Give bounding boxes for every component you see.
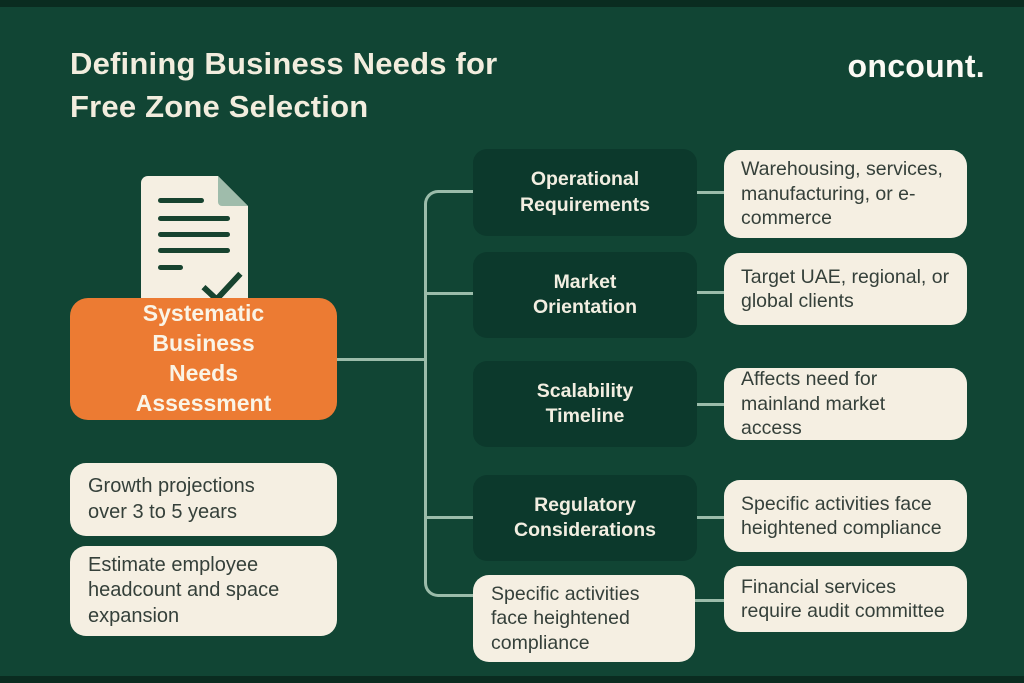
branch-specific-activities: Specific activities face heightened comp… xyxy=(473,575,695,662)
branch-label: Regulatory Considerations xyxy=(514,493,656,541)
note-headcount-expansion: Estimate employee headcount and space ex… xyxy=(70,546,337,636)
branch-label: Scalability Timeline xyxy=(536,379,634,427)
detail-text: Specific activities face heightened comp… xyxy=(741,492,942,539)
top-border xyxy=(0,0,1024,7)
branch-regulatory-considerations: Regulatory Considerations xyxy=(473,475,697,561)
detail-mainland-access: Affects need for mainland market access xyxy=(724,368,967,440)
document-text-line xyxy=(158,248,230,253)
document-text-line xyxy=(158,232,230,237)
detail-heightened-compliance: Specific activities face heightened comp… xyxy=(724,480,967,552)
connector-row3 xyxy=(695,403,725,406)
detail-text: Financial services require audit committ… xyxy=(741,575,945,622)
page-title: Defining Business Needs for Free Zone Se… xyxy=(70,46,498,125)
branch-scalability-timeline: Scalability Timeline xyxy=(473,361,697,447)
root-node-label: Systematic Business Needs Assessment xyxy=(135,300,272,416)
note-growth-projections: Growth projections over 3 to 5 years xyxy=(70,463,337,536)
detail-text: Warehousing, services, manufacturing, or… xyxy=(741,158,943,230)
detail-target-clients: Target UAE, regional, or global clients xyxy=(724,253,967,325)
connector-row1 xyxy=(695,191,725,194)
root-node-systematic-assessment: Systematic Business Needs Assessment xyxy=(70,298,337,420)
detail-audit-committee: Financial services require audit committ… xyxy=(724,566,967,632)
document-text-line xyxy=(158,216,230,221)
connector-root-to-spine xyxy=(337,358,427,361)
document-text-line xyxy=(158,198,204,203)
note-text: Estimate employee headcount and space ex… xyxy=(88,553,280,627)
connector-row2 xyxy=(695,291,725,294)
tree-spine-connector xyxy=(424,190,473,597)
detail-warehousing: Warehousing, services, manufacturing, or… xyxy=(724,150,967,238)
connector-spine-to-market xyxy=(424,292,473,295)
document-text-line xyxy=(158,265,183,270)
connector-row5 xyxy=(693,599,725,602)
detail-text: Target UAE, regional, or global clients xyxy=(741,265,950,312)
branch-label: Operational Requirements xyxy=(519,168,651,216)
connector-spine-to-regulatory xyxy=(424,516,473,519)
branch-label: Specific activities face heightened comp… xyxy=(491,582,640,654)
bottom-border xyxy=(0,676,1024,683)
connector-row4 xyxy=(695,516,725,519)
document-checklist-icon xyxy=(141,176,248,310)
branch-operational-requirements: Operational Requirements xyxy=(473,149,697,236)
detail-text: Affects need for mainland market access xyxy=(741,368,886,440)
note-text: Growth projections over 3 to 5 years xyxy=(88,474,255,523)
branch-label: Market Orientation xyxy=(532,270,637,318)
page-fold-corner xyxy=(218,176,248,206)
branch-market-orientation: Market Orientation xyxy=(473,252,697,338)
brand-logo: oncount. xyxy=(847,48,985,84)
